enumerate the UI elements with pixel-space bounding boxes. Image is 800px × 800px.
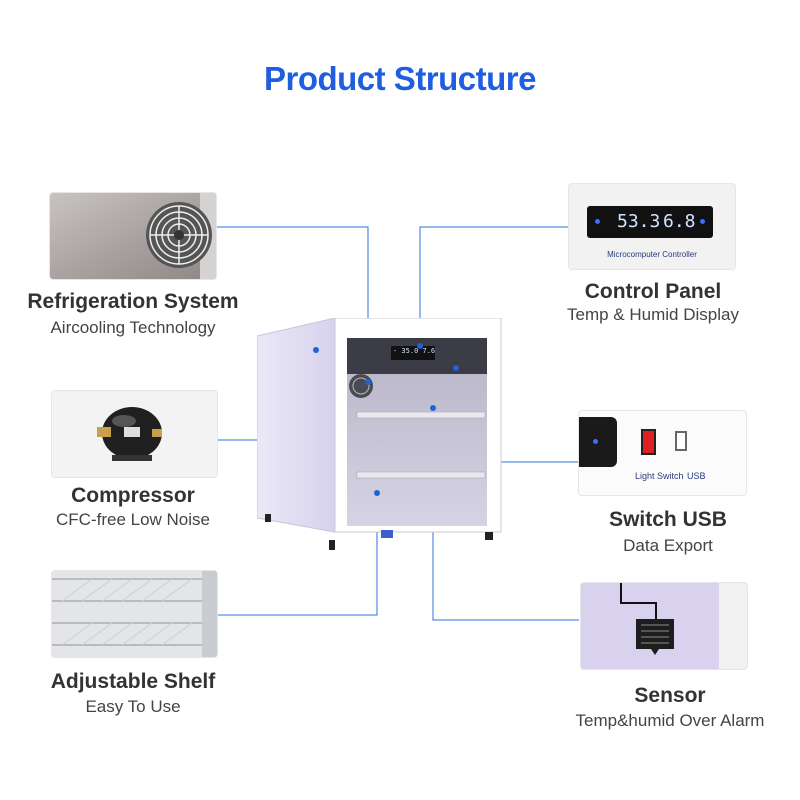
switch-heading: Switch USB — [609, 508, 727, 531]
usb-label: USB — [687, 471, 706, 481]
light-switch-icon — [641, 429, 656, 455]
shelf-sub: Easy To Use — [85, 697, 181, 716]
light-switch-label: Light Switch — [635, 471, 684, 481]
compressor-sub: CFC-free Low Noise — [56, 510, 210, 529]
indicator-icon — [595, 219, 600, 224]
indicator-icon — [700, 219, 705, 224]
fridge-display: - 35.0 7.6 — [393, 347, 435, 355]
anchor-dot-control — [417, 343, 423, 349]
shelf-icon — [52, 571, 217, 657]
anchor-dot-refrigeration — [365, 379, 371, 385]
anchor-dot-compressor — [313, 347, 319, 353]
control-caption: Microcomputer Controller — [607, 250, 697, 259]
sensor-icon — [581, 583, 747, 669]
shelf-heading: Adjustable Shelf — [50, 670, 216, 693]
indicator-icon — [593, 439, 598, 444]
control-heading: Control Panel — [584, 280, 722, 303]
sensor-heading: Sensor — [634, 684, 706, 707]
refrigeration-sub: Aircooling Technology — [50, 318, 216, 337]
switch-device — [579, 417, 617, 467]
compressor-image — [52, 391, 217, 477]
shelf-image — [52, 571, 217, 657]
control-display-right: 6.8 — [663, 211, 696, 232]
fridge-illustration: - 35.0 7.6 — [256, 317, 502, 550]
fridge-body — [256, 317, 502, 550]
control-display-left: 53.3 — [617, 211, 661, 232]
control-panel-image: 53.3 6.8 Microcomputer Controller — [569, 184, 735, 269]
control-sub: Temp & Humid Display — [567, 305, 739, 324]
fan-icon — [50, 193, 216, 279]
anchor-dot-switch — [453, 365, 459, 371]
refrigeration-image — [50, 193, 216, 279]
compressor-heading: Compressor — [71, 484, 195, 507]
control-panel-device: 53.3 6.8 — [587, 206, 713, 238]
switch-sub: Data Export — [623, 536, 713, 555]
connector-control — [419, 226, 569, 346]
anchor-dot-sensor — [430, 405, 436, 411]
refrigeration-heading: Refrigeration System — [27, 290, 239, 313]
sensor-sub: Temp&humid Over Alarm — [575, 711, 765, 730]
switch-usb-image: Light Switch USB — [579, 411, 746, 495]
compressor-icon — [52, 391, 217, 477]
sensor-image — [581, 583, 747, 669]
page-title: Product Structure — [263, 60, 537, 97]
anchor-dot-shelf — [374, 490, 380, 496]
connector-shelf — [217, 493, 378, 616]
usb-port-icon — [675, 431, 687, 451]
